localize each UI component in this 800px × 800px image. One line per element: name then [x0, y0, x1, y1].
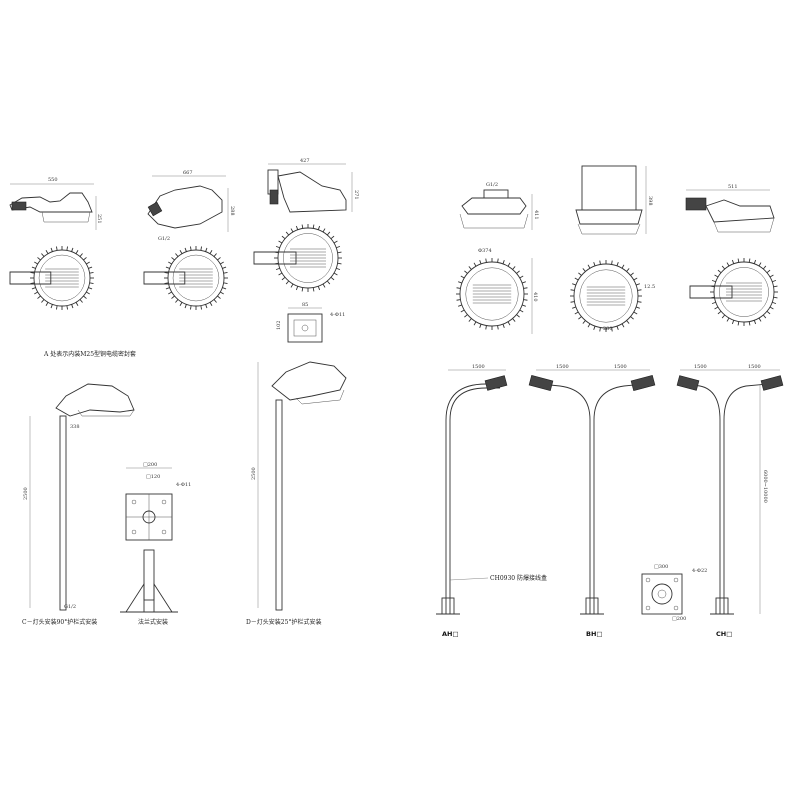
dim-label: □300: [654, 564, 668, 570]
lamp-side-view-b: 667 288 G1/2: [147, 170, 235, 242]
dim-label: 338: [70, 424, 80, 430]
street-pole-bh: 1500 1500: [528, 364, 656, 615]
street-pole-ah: 1500: [436, 364, 508, 615]
caption-d: D－灯头安装25°护栏式安装: [246, 618, 321, 626]
angle-label: G1/2: [486, 182, 498, 188]
lamp-side-view-f: 511: [685, 184, 775, 233]
lamp-top-views-left: [9, 224, 342, 310]
label-ch: CH□: [716, 630, 732, 638]
arm-length: 1500: [694, 364, 707, 370]
dim-label: 550: [48, 177, 58, 183]
dim-label: 4-Φ22: [692, 568, 707, 574]
base-flange-plate: □300 4-Φ22 □200: [641, 564, 707, 622]
dim-label: G1/2: [64, 604, 76, 610]
dim-label: 271: [353, 190, 359, 200]
pole-height: 2500: [23, 487, 29, 500]
lamp-top-views-right: [456, 258, 778, 332]
lamp-top-view-1: [9, 246, 94, 310]
dim-label: 85: [302, 302, 308, 308]
lamp-top-view-5: [570, 260, 642, 332]
cable-box-label: CH0930 防爆接线盒: [490, 574, 547, 582]
dim-label: 12.5: [644, 284, 655, 290]
pole-install-c: 2500 338 G1/2: [23, 383, 135, 611]
arm-length: 1500: [748, 364, 761, 370]
lamp-side-view-a: 550 251: [9, 177, 102, 230]
dim-label: 427: [300, 158, 310, 164]
street-pole-ch: 1500 1500 6000~10000: [676, 364, 784, 615]
label-ah: AH□: [442, 630, 459, 638]
arm-length: 1500: [556, 364, 569, 370]
dim-label: 251: [96, 214, 102, 224]
arm-length: 1500: [472, 364, 485, 370]
dim-label: 410: [532, 292, 538, 302]
dim-label: 511: [728, 184, 738, 190]
pole-height: 2500: [251, 467, 257, 480]
dim-label: 288: [229, 206, 235, 216]
lamp-side-view-e: 398: [575, 165, 653, 235]
arm-length: 1500: [614, 364, 627, 370]
dim-label: 667: [183, 170, 193, 176]
flange-mount: □200 □120 4-Φ11: [120, 462, 191, 613]
dim-label: 4-Φ11: [176, 482, 191, 488]
lamp-top-view-6: [689, 258, 778, 326]
angle-label: G1/2: [158, 236, 170, 242]
dim-label: 280: [603, 326, 613, 332]
mounting-bracket-small: 85 102 4-Φ11: [276, 302, 345, 343]
lamp-side-view-c: 427 271: [267, 158, 359, 213]
lamp-top-view-2: [143, 246, 228, 310]
dim-label: □120: [146, 474, 160, 480]
caption-a-note: A 处表示内装M25型铜电缆密封套: [43, 350, 136, 358]
dim-label: 4-Φ11: [330, 312, 345, 318]
dim-label: 102: [276, 320, 282, 330]
lamp-side-view-d: G1/2 411: [459, 182, 539, 230]
span-dim: 6000~10000: [762, 470, 768, 503]
lamp-top-view-4: [456, 258, 528, 330]
label-bh: BH□: [586, 630, 603, 638]
pole-install-d: 2500: [251, 361, 347, 611]
dim-label: □200: [143, 462, 157, 468]
dim-label: □200: [672, 616, 686, 622]
lamp-top-view-3: [253, 224, 342, 292]
caption-c: C－灯头安装90°护栏式安装: [22, 618, 97, 626]
dim-label: 411: [533, 210, 539, 220]
caption-flange: 法兰式安装: [138, 618, 168, 626]
dim-label: 398: [647, 196, 653, 206]
dim-label: Φ374: [478, 248, 492, 254]
